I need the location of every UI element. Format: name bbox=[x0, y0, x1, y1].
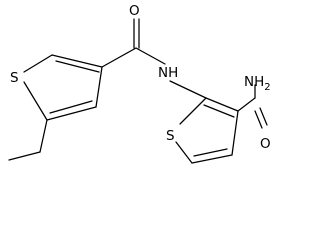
atom-ring2-sulfur: S bbox=[166, 128, 175, 144]
bond-carbonyl2-o-double bbox=[259, 107, 268, 126]
bond-s-c2prime bbox=[179, 97, 207, 125]
amide2-nh-text: NH bbox=[244, 74, 264, 90]
atom-amide-nh: NH bbox=[158, 65, 178, 81]
structure-diagram: S O NH S NH2 O bbox=[8, 3, 271, 164]
bond-ethyl-ch3 bbox=[8, 151, 41, 161]
bond-s1-c5 bbox=[23, 54, 53, 73]
bond-n-c2prime bbox=[169, 80, 207, 99]
atom-amide1-oxygen: O bbox=[129, 3, 140, 19]
bonds bbox=[8, 18, 268, 164]
bond-c4-carbonyl bbox=[101, 47, 137, 68]
atom-labels: S O NH S NH2 O bbox=[10, 3, 271, 152]
bond-c2-s1 bbox=[23, 81, 48, 121]
bond-c2prime-c3prime bbox=[205, 97, 239, 112]
bond-c4-c3 bbox=[95, 66, 103, 108]
bond-c4prime-c5prime-double bbox=[193, 148, 228, 157]
bond-carbonyl-n bbox=[135, 47, 166, 65]
atom-ring1-sulfur: S bbox=[10, 70, 19, 86]
bond-c3-c2 bbox=[46, 106, 97, 121]
bond-c3prime-c4prime bbox=[231, 110, 239, 156]
bond-c3prime-carbonyl bbox=[237, 97, 256, 112]
atom-amide2-oxygen: O bbox=[260, 136, 271, 152]
atom-amide2-nh2: NH2 bbox=[244, 74, 271, 93]
bond-c2prime-c3prime-double bbox=[203, 104, 235, 118]
molecule-drawing: S O NH S NH2 O bbox=[8, 3, 271, 164]
bond-c2-ethyl bbox=[39, 119, 48, 153]
amide2-subscript: 2 bbox=[264, 82, 270, 93]
bond-c5prime-s bbox=[175, 141, 193, 164]
bond-c5-c4-double bbox=[55, 60, 100, 73]
bond-c4prime-c5prime bbox=[191, 154, 233, 164]
bond-c5-c4 bbox=[51, 54, 103, 68]
bond-carbonyl2-o bbox=[254, 110, 263, 129]
bond-c3-c2-double bbox=[49, 100, 93, 114]
